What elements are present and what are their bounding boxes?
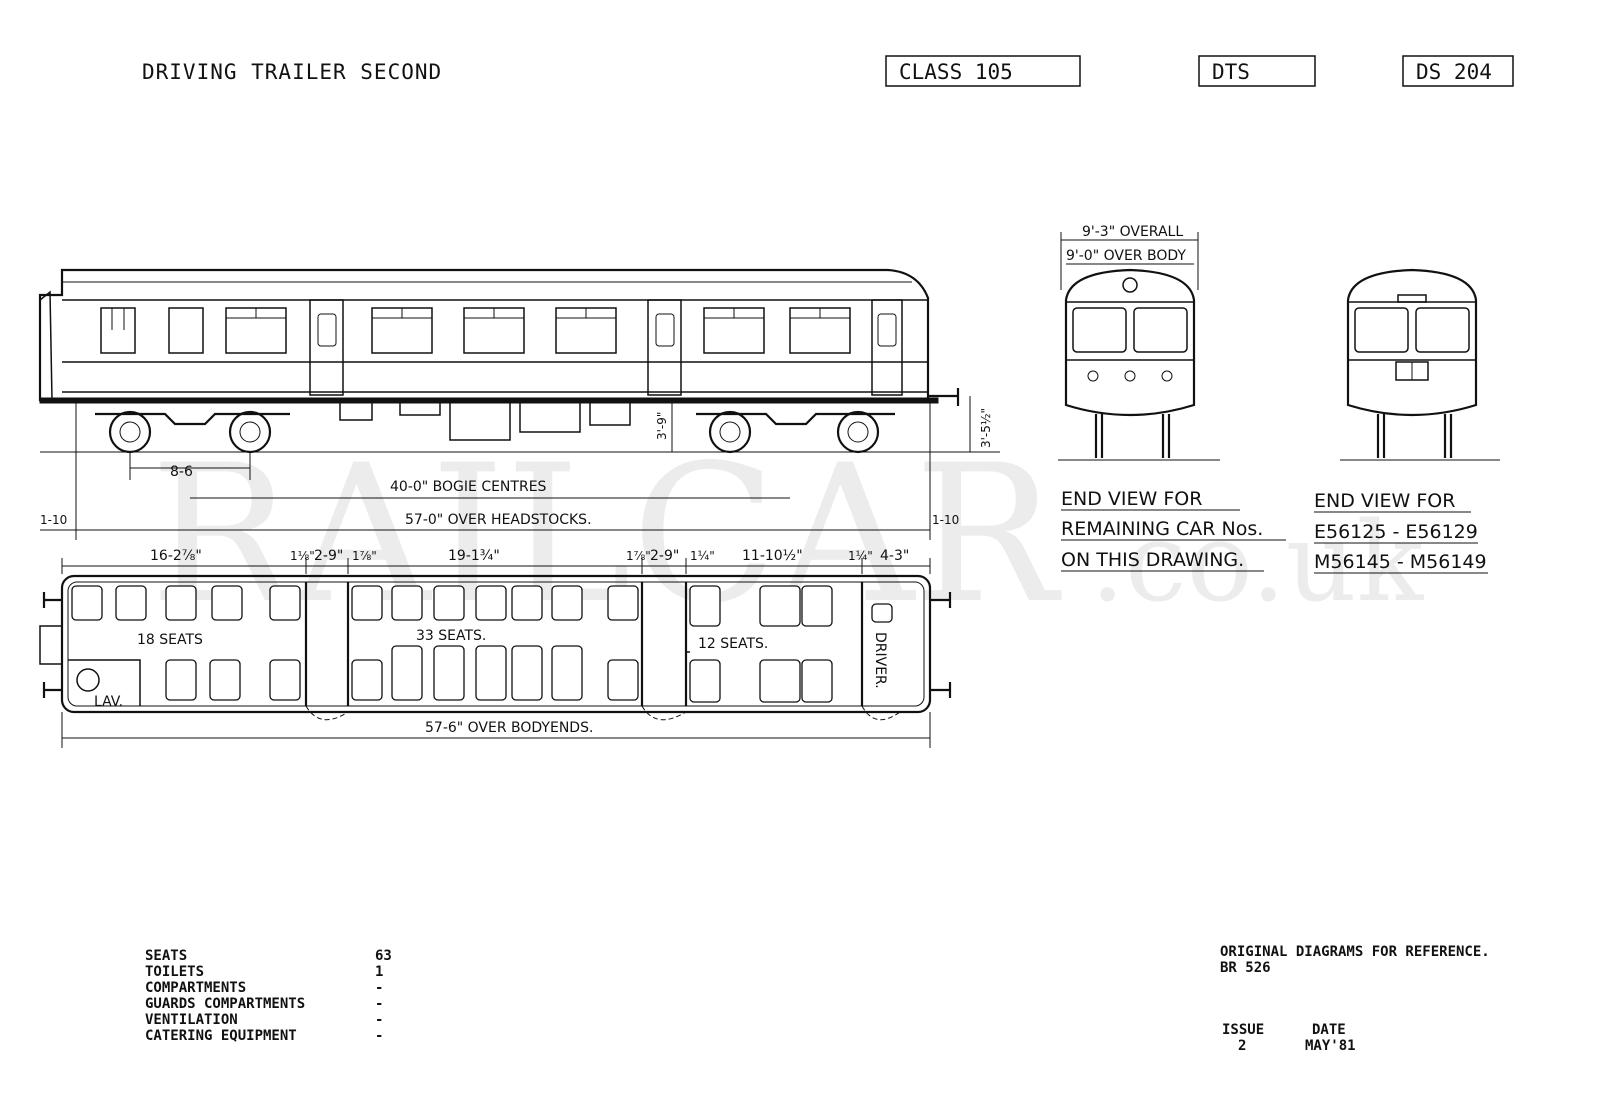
plan-dim-9: 11-10½": [742, 548, 803, 564]
reference-line-1: ORIGINAL DIAGRAMS FOR REFERENCE.: [1220, 944, 1490, 960]
spec-label: GUARDS COMPARTMENTS: [145, 996, 305, 1012]
watermark-suffix: .co.uk: [1090, 498, 1425, 626]
spec-value: -: [375, 980, 383, 996]
diagram-number-box: [1402, 55, 1514, 87]
plan-dim-1: 16-2⅞": [150, 548, 202, 564]
end-view-2-window-right: [1415, 307, 1470, 353]
end-view-2-window-left: [1354, 307, 1409, 353]
dim-overhang-left: 1-10: [40, 513, 67, 527]
driver-label: DRIVER.: [872, 632, 888, 689]
reference-line-2: BR 526: [1220, 960, 1271, 976]
plan-dim-6: 1⅞": [626, 549, 651, 563]
type-box-label: DTS: [1212, 60, 1250, 84]
end-view-1-caption-1: END VIEW FOR: [1061, 488, 1202, 510]
spec-label: COMPARTMENTS: [145, 980, 246, 996]
class-box-label: CLASS 105: [899, 60, 1013, 84]
dim-body-height: 3'-9": [655, 412, 669, 440]
spec-label: CATERING EQUIPMENT: [145, 1028, 297, 1044]
end-view-1-window-left: [1072, 307, 1127, 353]
dim-bodyends: 57-6" OVER BODYENDS.: [425, 720, 593, 736]
issue-value: 2: [1238, 1038, 1246, 1054]
body-outline: [38, 268, 930, 402]
dim-headstocks: 57-0" OVER HEADSTOCKS.: [405, 512, 592, 528]
spec-value: -: [375, 1012, 383, 1028]
lavatory-wall: [68, 659, 141, 706]
end-view-2-profile: [1346, 268, 1478, 417]
window-1: [100, 307, 136, 354]
seats-label-12: 12 SEATS.: [698, 636, 768, 652]
issue-label: ISSUE: [1222, 1022, 1264, 1038]
spec-label: SEATS: [145, 948, 187, 964]
dim-buffer-height: 3'-5½": [979, 408, 993, 448]
plan-view: 16-2⅞" 1⅛" 2-9" 1⅞" 19-1¾" 1⅞" 2-9" 1¼" …: [39, 548, 952, 748]
plan-seats: [71, 585, 893, 703]
plan-dim-10: 1¼": [848, 549, 873, 563]
end-view-2-caption-3: M56145 - M56149: [1314, 551, 1487, 573]
spec-value: 63: [375, 948, 392, 964]
side-door-left: [309, 299, 344, 396]
diagram-number-label: DS 204: [1416, 60, 1492, 84]
spec-value: -: [375, 1028, 383, 1044]
plan-dim-4: 1⅞": [352, 549, 377, 563]
end-view-1-profile: [1064, 268, 1196, 417]
spec-label: VENTILATION: [145, 1012, 238, 1028]
type-box: [1198, 55, 1316, 87]
spec-value: 1: [375, 964, 383, 980]
date-value: MAY'81: [1305, 1038, 1356, 1054]
end-view-remaining: 9'-3" OVERALL 9'-0" OVER BODY END VIEW F…: [1058, 224, 1286, 572]
side-elevation: 3'-9" 3'-5½" 8-6 40-0" BOGIE CENTRES 57-…: [38, 268, 1000, 540]
drawing-title: DRIVING TRAILER SECOND: [142, 60, 442, 84]
side-door-right: [647, 299, 682, 396]
end-view-body-width: 9'-0" OVER BODY: [1066, 248, 1186, 264]
plan-dim-3: 2-9": [314, 548, 343, 564]
spec-label: TOILETS: [145, 964, 204, 980]
end-view-1-caption-3: ON THIS DRAWING.: [1061, 549, 1244, 571]
lav-label: LAV.: [94, 694, 123, 710]
seats-label-33: 33 SEATS.: [416, 628, 486, 644]
plan-dim-8: 1¼": [690, 549, 715, 563]
cab-door: [871, 299, 903, 396]
plan-dim-2: 1⅛": [290, 549, 315, 563]
spec-value: -: [375, 996, 383, 1012]
end-view-1-window-right: [1133, 307, 1188, 353]
dim-overhang-right: 1-10: [932, 513, 959, 527]
dim-bogie-wheelbase: 8-6: [170, 464, 193, 480]
end-view-2-caption-1: END VIEW FOR: [1314, 490, 1455, 512]
watermark-main: RAILCAR: [150, 424, 1062, 645]
end-view-overall-width: 9'-3" OVERALL: [1082, 224, 1183, 240]
end-view-specific: END VIEW FOR E56125 - E56129 M56145 - M5…: [1314, 268, 1500, 574]
plan-dim-5: 19-1¾": [448, 548, 500, 564]
end-view-1-caption-2: REMAINING CAR Nos.: [1061, 518, 1263, 540]
end-view-2-caption-2: E56125 - E56129: [1314, 521, 1478, 543]
date-label: DATE: [1312, 1022, 1346, 1038]
window-2: [168, 307, 204, 354]
seats-label-18: 18 SEATS: [137, 632, 203, 648]
plan-dim-7: 2-9": [650, 548, 679, 564]
plan-dim-11: 4-3": [880, 548, 909, 564]
class-box: [885, 55, 1081, 87]
dim-bogie-centres: 40-0" BOGIE CENTRES: [390, 479, 547, 495]
